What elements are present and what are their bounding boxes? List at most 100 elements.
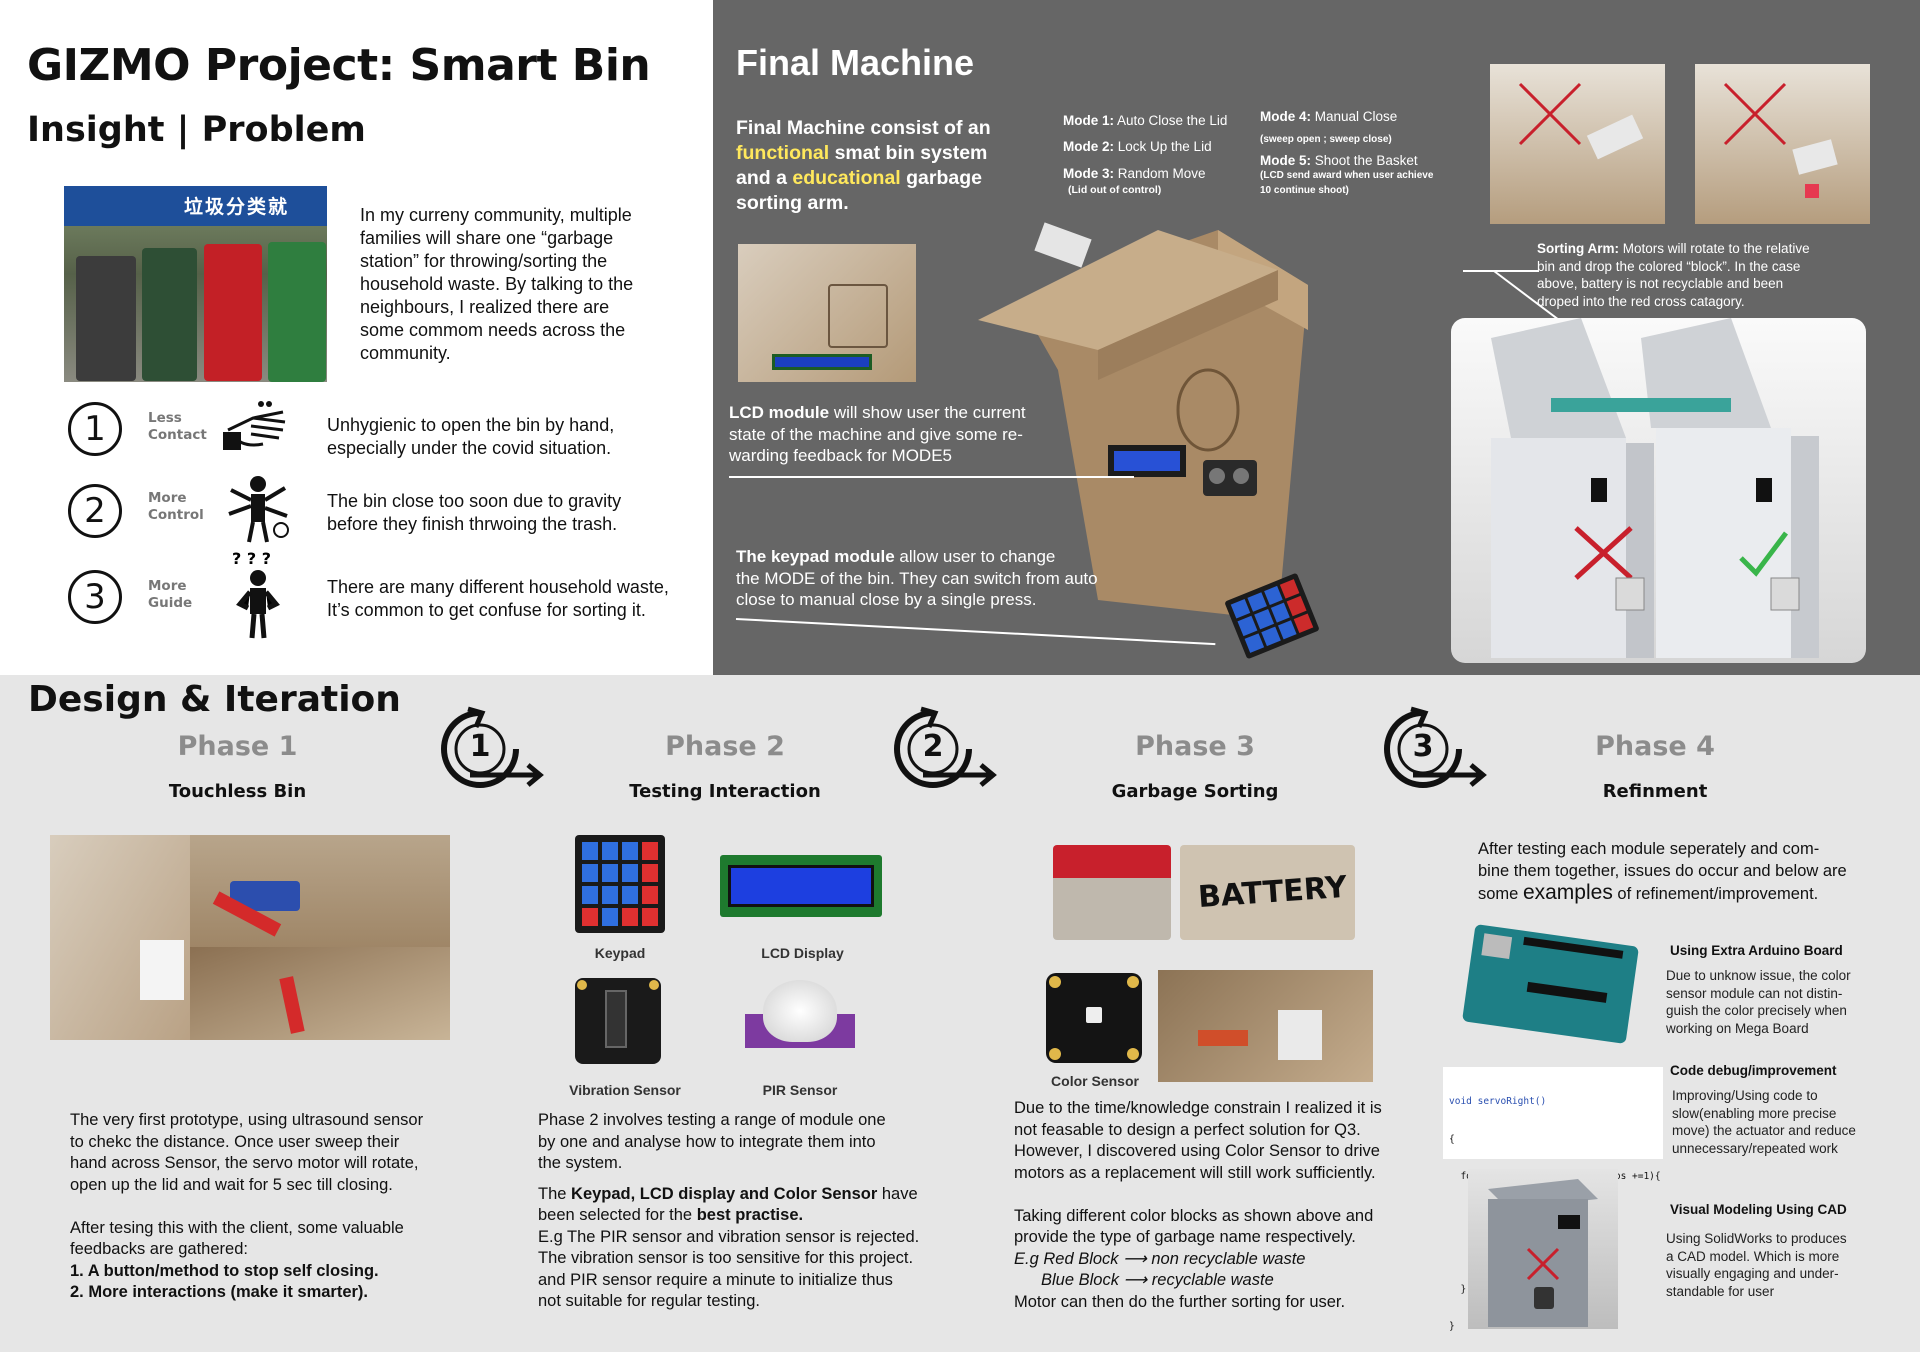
sort-bold: Sorting Arm: bbox=[1537, 241, 1619, 256]
intro-text: smat bin system bbox=[829, 142, 988, 164]
p4-text: of refinement/improvement. bbox=[1612, 885, 1819, 903]
sorting-prototype-photo bbox=[1158, 970, 1373, 1082]
ref-line: sensor module can not distin- bbox=[1666, 985, 1843, 1001]
color-sensor-caption: Color Sensor bbox=[1051, 1073, 1139, 1089]
ref-line: slow(enabling more precise bbox=[1672, 1105, 1837, 1121]
p4-emphasis: examples bbox=[1522, 881, 1613, 904]
sorting-pointer-line bbox=[1463, 270, 1539, 272]
keypad-line: the MODE of the bin. They can switch fro… bbox=[736, 568, 1098, 588]
ref-line: visually engaging and under- bbox=[1666, 1266, 1839, 1281]
svg-text:? ? ?: ? ? ? bbox=[232, 549, 271, 568]
mode-label: Mode 3: bbox=[1063, 166, 1115, 181]
pir-caption: PIR Sensor bbox=[762, 1082, 838, 1098]
final-machine-title: Final Machine bbox=[736, 42, 975, 83]
vibration-caption: Vibration Sensor bbox=[569, 1082, 681, 1098]
phase-2-title: Phase 2 bbox=[665, 731, 785, 762]
intro-line: station” for throwing/sorting the bbox=[360, 251, 608, 271]
sort-line: droped into the red cross catagory. bbox=[1537, 293, 1745, 309]
phase-2-subtitle: Testing Interaction bbox=[629, 781, 821, 802]
mode-text: Random Move bbox=[1114, 166, 1206, 181]
phase2-line: not suitable for regular testing. bbox=[538, 1292, 760, 1310]
phase1-sensor-photo bbox=[190, 835, 450, 947]
vibration-sensor-module bbox=[575, 978, 661, 1064]
cycle-arrow-icon bbox=[441, 706, 544, 788]
refinement-2-title: Code debug/improvement bbox=[1670, 1063, 1837, 1078]
phase3-text: Due to the time/knowledge constrain I re… bbox=[1014, 1098, 1424, 1313]
problem-number: 3 bbox=[68, 570, 122, 624]
intro-line: neighbours, I realized there are bbox=[360, 297, 610, 317]
p2-text: been selected for the bbox=[538, 1206, 697, 1224]
mode-item: Mode 4: Manual Close bbox=[1260, 108, 1433, 125]
phase-3-subtitle: Garbage Sorting bbox=[1111, 781, 1279, 802]
busy-person-icon bbox=[228, 476, 289, 543]
intro-line: families will share one “garbage bbox=[360, 228, 614, 248]
mode-note: (LCD send award when user achieve bbox=[1260, 170, 1434, 181]
tag-line: Control bbox=[148, 507, 204, 523]
cycle-number: 2 bbox=[922, 729, 944, 764]
hand-touch-icon bbox=[223, 401, 286, 450]
pir-sensor-module bbox=[745, 980, 855, 1060]
final-intro-line: Final Machine consist of an bbox=[736, 117, 991, 139]
phase1-box-photo bbox=[50, 835, 200, 1040]
lcd-description: LCD module will show user the current st… bbox=[729, 402, 1049, 467]
color-sensor-module bbox=[1046, 973, 1142, 1063]
problem-number: 1 bbox=[68, 402, 122, 456]
phase3-line: not feasable to design a perfect solutio… bbox=[1014, 1120, 1361, 1139]
phase-4-subtitle: Refinment bbox=[1602, 781, 1708, 802]
phase1-feedback: 1. A button/method to stop self closing. bbox=[70, 1261, 379, 1280]
cycle-arrow-icon bbox=[1384, 706, 1487, 788]
keypad-description: The keypad module allow user to change t… bbox=[736, 546, 1116, 611]
mode-item: Mode 3: Random Move bbox=[1063, 164, 1227, 184]
red-block-photo bbox=[1053, 845, 1171, 940]
final-machine-photo bbox=[978, 200, 1398, 660]
phase3-line: However, I discovered using Color Sensor… bbox=[1014, 1142, 1380, 1160]
battery-block-photo: BATTERY bbox=[1180, 845, 1355, 940]
problem-number: 2 bbox=[68, 484, 122, 538]
phase3-example: E.g Red Block ⟶ non recyclable waste bbox=[1014, 1249, 1306, 1268]
page-title: GIZMO Project: Smart Bin bbox=[27, 40, 651, 91]
intro-line: household waste. By talking to the bbox=[360, 274, 634, 294]
lcd-line: LCD module will show user the current bbox=[729, 402, 1049, 424]
phase3-line: provide the type of garbage name respect… bbox=[1014, 1228, 1356, 1246]
refinement-3-text: Using SolidWorks to produces a CAD model… bbox=[1666, 1230, 1896, 1300]
final-machine-panel: Final Machine Final Machine consist of a… bbox=[713, 0, 1920, 675]
cycle-arrow-icon bbox=[894, 706, 997, 788]
phase-3-title: Phase 3 bbox=[1135, 731, 1255, 762]
design-iteration-panel: Design & Iteration Phase 1 Touchless Bin… bbox=[0, 675, 1920, 1352]
mode-note: (sweep open ; sweep close) bbox=[1260, 134, 1392, 145]
phase1-text: The very first prototype, using ultrasou… bbox=[70, 1110, 470, 1304]
phase1-photo-collage bbox=[50, 835, 450, 1040]
code-line: } bbox=[1449, 1321, 1455, 1332]
cycle-icon-3: 3 bbox=[1383, 705, 1493, 795]
p2-bold: best practise. bbox=[696, 1206, 804, 1224]
phase1-line: After tesing this with the client, some … bbox=[70, 1218, 404, 1237]
photo-banner-text: 垃圾分类就 bbox=[184, 196, 290, 218]
phase2-line: Phase 2 involves testing a range of modu… bbox=[538, 1111, 886, 1129]
problem-text: There are many different household waste… bbox=[327, 576, 717, 622]
keypad-line: The keypad module allow user to change bbox=[736, 546, 1116, 568]
phase4-line: After testing each module seperately and… bbox=[1478, 840, 1820, 858]
problem-line: The bin close too soon due to gravity bbox=[327, 491, 622, 511]
phase-1-subtitle: Touchless Bin bbox=[168, 781, 307, 802]
phase2-text: Phase 2 involves testing a range of modu… bbox=[538, 1110, 938, 1313]
phase1-line: open up the lid and wait for 5 sec till … bbox=[70, 1175, 393, 1194]
ref-line: Improving/Using code to bbox=[1672, 1088, 1818, 1103]
insight-panel: GIZMO Project: Smart Bin Insight | Probl… bbox=[0, 0, 713, 675]
sorting-arm-photo-2 bbox=[1695, 64, 1870, 224]
lcd-line: warding feedback for MODE5 bbox=[729, 446, 952, 465]
intro-text: In my curreny community, multiple famili… bbox=[360, 204, 690, 365]
phase1-line: feedbacks are gathered: bbox=[70, 1240, 248, 1258]
cycle-icon-1: 1 bbox=[440, 705, 550, 795]
lcd-line: state of the machine and give some re- bbox=[729, 424, 1023, 444]
ref-line: Using SolidWorks to produces bbox=[1666, 1231, 1847, 1246]
keypad-caption: Keypad bbox=[594, 945, 646, 961]
problem-line: Unhygienic to open the bin by hand, bbox=[327, 415, 615, 435]
mode-label: Mode 5: bbox=[1260, 153, 1312, 168]
code-line: } bbox=[1449, 1283, 1467, 1295]
final-intro-line: sorting arm. bbox=[736, 192, 849, 214]
